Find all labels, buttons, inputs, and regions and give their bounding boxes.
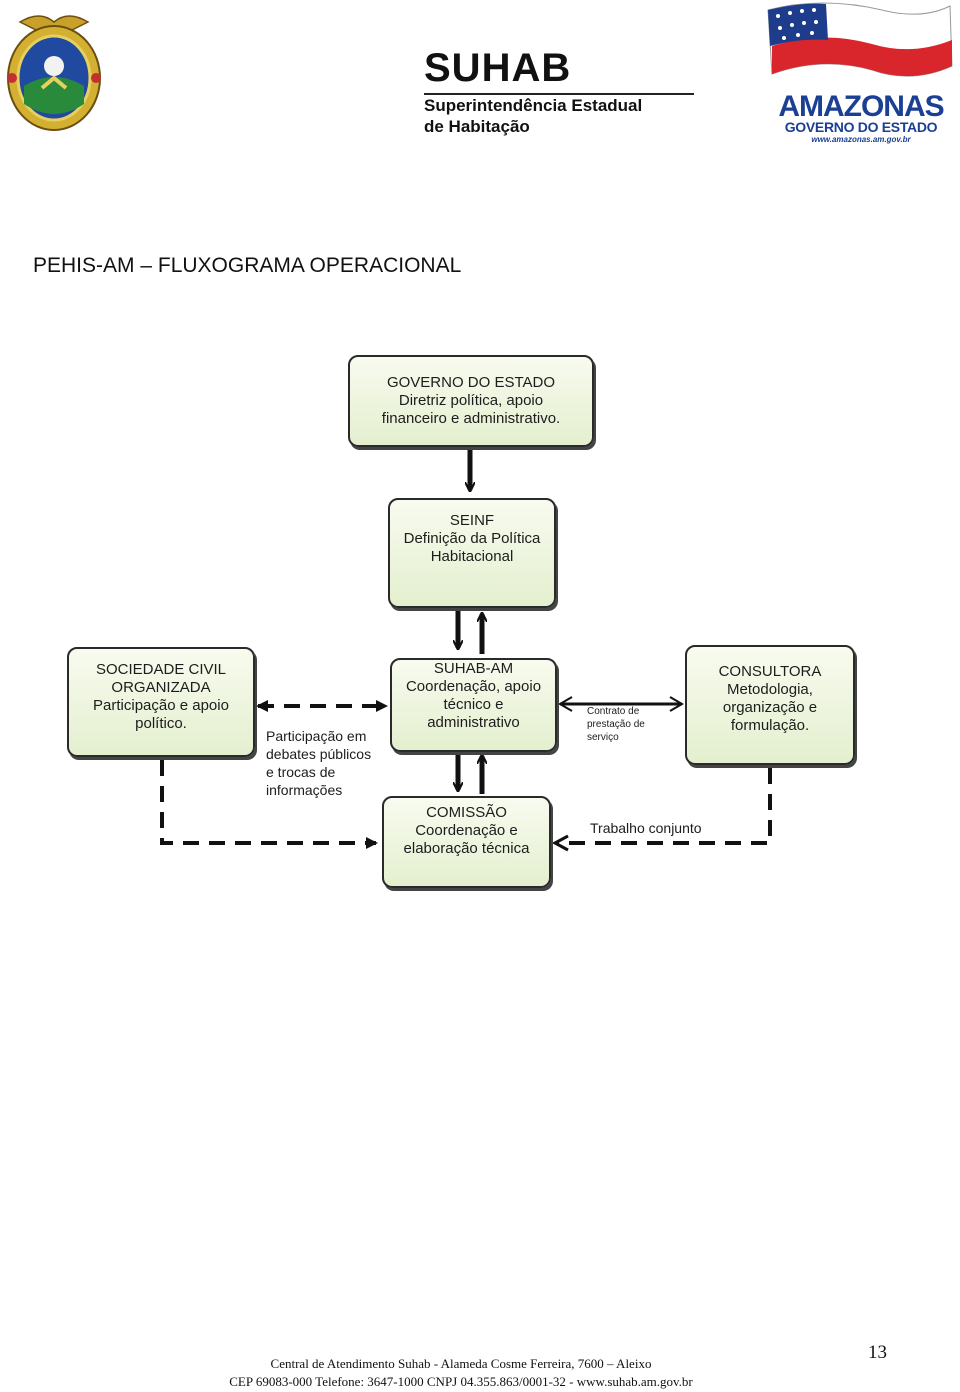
amazonas-logo-url: www.amazonas.am.gov.br [811,135,911,144]
node-sociedade-civil: SOCIEDADE CIVIL ORGANIZADA Participação … [67,647,255,757]
coat-of-arms-logo [7,15,101,131]
arrowhead-into-comissao-right [551,834,569,852]
amazonas-logo-title: AMAZONAS [778,90,944,123]
edge-label-contrato: Contrato de prestação de serviço [587,705,645,744]
node-seinf-line-2: Definição da Política [403,530,541,547]
edge-label-participacao-line-4: informações [266,782,343,798]
node-comissao-line-3: elaboração técnica [403,840,530,857]
arrowhead-consultora-side [669,696,684,712]
page-title: PEHIS-AM – FLUXOGRAMA OPERACIONAL [33,254,462,277]
node-governo: GOVERNO DO ESTADO Diretriz política, apo… [348,355,594,447]
arrowhead-sociedade-end [256,700,268,712]
node-comissao: COMISSÃO Coordenação e elaboração técnic… [382,796,551,888]
node-sociedade-line-2: ORGANIZADA [111,679,211,696]
footer-line-2: CEP 69083-000 Telefone: 3647-1000 CNPJ 0… [229,1374,693,1389]
node-consultora-line-3: organização e [722,699,818,716]
node-suhab-line-1: SUHAB-AM [433,660,514,677]
arrowhead-into-comissao-left [366,837,378,849]
edge-label-contrato-line-3: serviço [587,732,619,743]
amazonas-logo-subtitle: GOVERNO DO ESTADO [784,119,938,135]
node-suhab-line-2: Coordenação, apoio [405,678,542,695]
edge-label-trabalho-conjunto: Trabalho conjunto [590,820,702,836]
footer-line-1: Central de Atendimento Suhab - Alameda C… [270,1356,652,1371]
connector-consultora-comissao [556,768,772,845]
node-suhab-line-4: administrativo [427,714,520,731]
node-consultora: CONSULTORA Metodologia, organização e fo… [685,645,855,765]
node-seinf: SEINF Definição da Política Habitacional [388,498,556,608]
node-suhab-am: SUHAB-AM Coordenação, apoio técnico e ad… [390,658,557,752]
edge-label-participacao-line-1: Participação em [266,728,367,744]
edge-label-contrato-line-2: prestação de [587,719,645,730]
node-consultora-line-1: CONSULTORA [718,663,822,680]
edge-label-participacao: Participação em debates públicos e troca… [266,727,371,799]
suhab-logo-subtitle-1: Superintendência Estadual [424,96,643,115]
node-consultora-line-2: Metodologia, [727,681,813,698]
node-governo-line-3: financeiro e administrativo. [381,410,561,427]
suhab-logo-title: SUHAB [424,46,572,90]
arrowhead-suhab-side [558,696,573,712]
node-governo-line-1: GOVERNO DO ESTADO [386,374,556,391]
connector-sociedade-comissao [160,760,376,845]
arrowhead-suhab-end [376,700,388,712]
edge-label-contrato-line-1: Contrato de [587,706,640,717]
edge-label-participacao-line-3: e trocas de [266,764,336,780]
suhab-logo-subtitle-2: de Habitação [424,117,530,136]
node-seinf-line-1: SEINF [449,512,495,529]
amazonas-flag-icon [767,2,953,77]
node-suhab-line-3: técnico e [443,696,504,713]
node-consultora-line-4: formulação. [730,717,810,734]
node-comissao-line-2: Coordenação e [415,822,518,839]
node-comissao-line-1: COMISSÃO [426,804,507,821]
node-governo-line-2: Diretriz política, apoio [398,392,544,409]
page-number: 13 [868,1342,887,1363]
suhab-logo-rule [424,93,694,95]
node-seinf-line-3: Habitacional [430,548,514,565]
node-sociedade-line-1: SOCIEDADE CIVIL [95,661,227,678]
edge-label-participacao-line-2: debates públicos [266,746,372,762]
node-sociedade-line-3: Participação e apoio [93,697,229,714]
suhab-logo: SUHAB Superintendência Estadual de Habit… [424,46,696,140]
node-sociedade-line-4: político. [135,715,187,732]
